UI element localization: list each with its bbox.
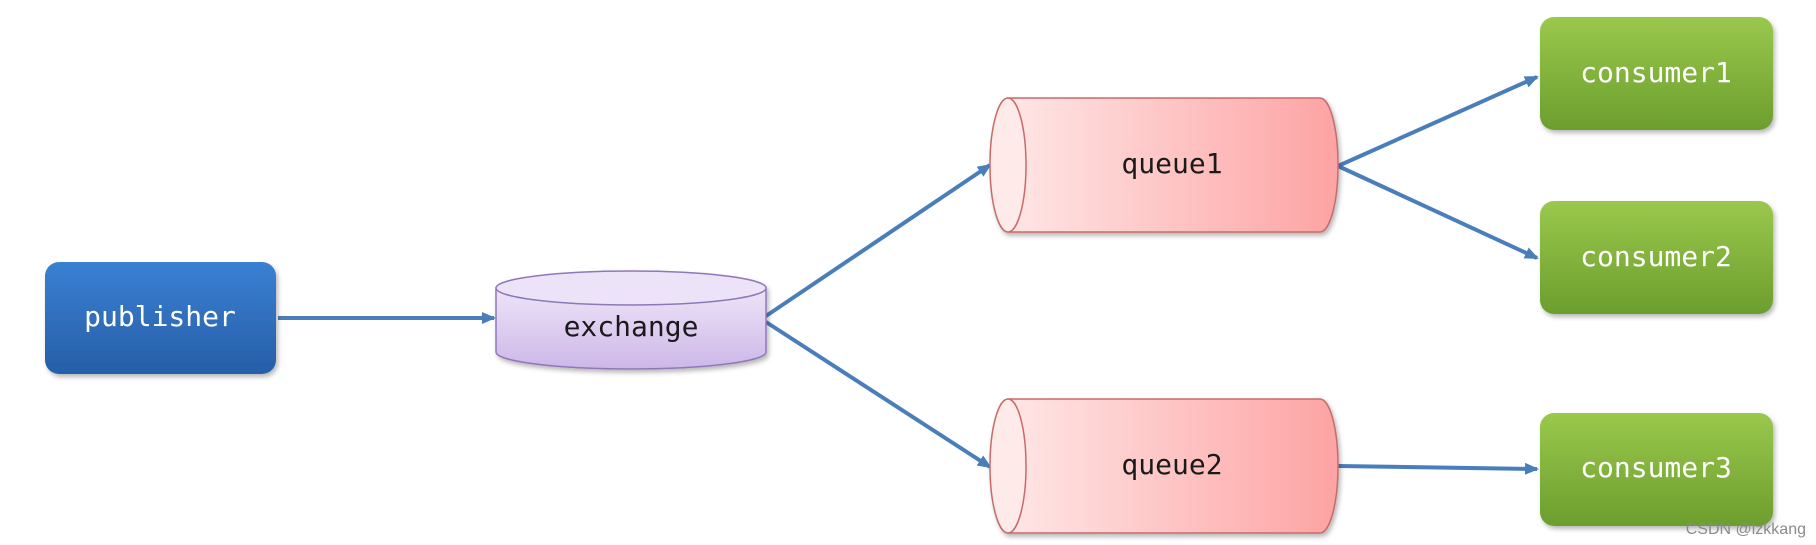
publisher-label: publisher bbox=[84, 300, 236, 333]
exchange-label: exchange bbox=[564, 310, 699, 343]
publisher-node bbox=[45, 262, 276, 374]
watermark-text: CSDN @lzkkang bbox=[1685, 521, 1806, 538]
consumer1-label: consumer1 bbox=[1580, 56, 1732, 89]
queue2-label: queue2 bbox=[1121, 448, 1222, 481]
edge-queue1-consumer2 bbox=[1337, 164, 1539, 260]
consumer2-node bbox=[1540, 201, 1773, 314]
edge-queue1-consumer1 bbox=[1337, 75, 1539, 168]
queue1-node bbox=[989, 97, 1339, 233]
consumer3-node bbox=[1540, 413, 1773, 526]
exchange-node bbox=[495, 270, 767, 370]
edge-queue2-consumer3 bbox=[1337, 462, 1539, 475]
consumer2-label: consumer2 bbox=[1580, 240, 1732, 273]
consumer3-label: consumer3 bbox=[1580, 451, 1732, 484]
consumer1-node bbox=[1540, 17, 1773, 130]
queue1-label: queue1 bbox=[1121, 147, 1222, 180]
queue2-node bbox=[989, 398, 1339, 534]
edge-exchange-queue2 bbox=[764, 320, 992, 469]
edge-exchange-queue1 bbox=[764, 163, 992, 318]
